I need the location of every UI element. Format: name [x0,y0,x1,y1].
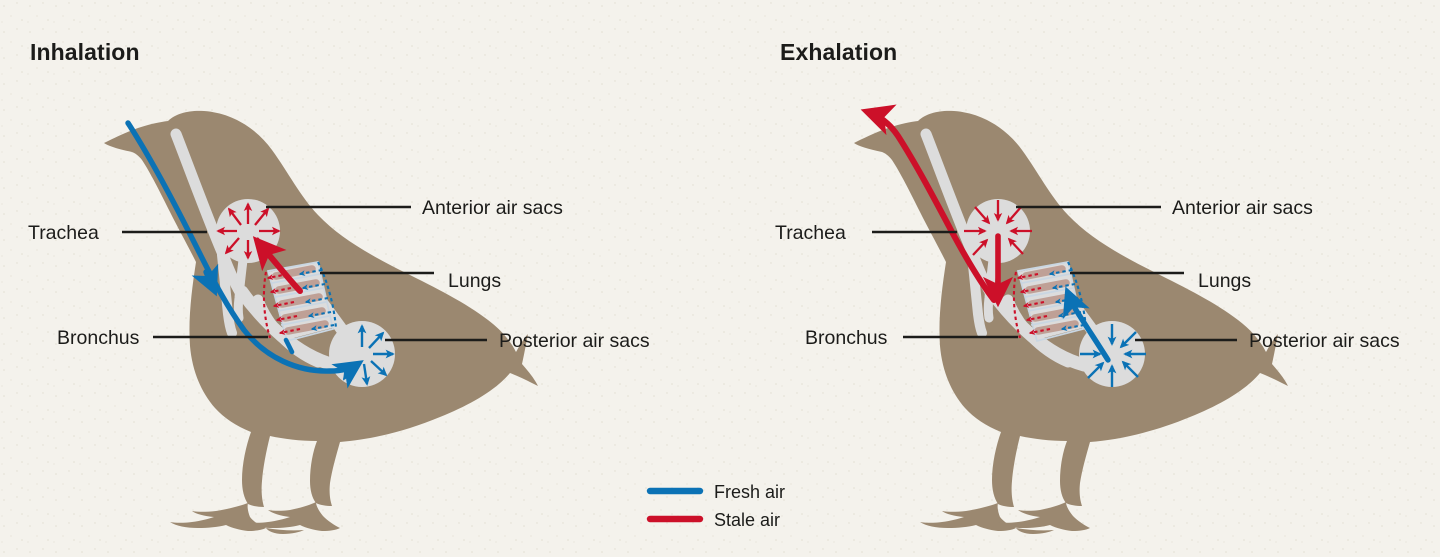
legend-label-stale-air: Stale air [714,510,780,530]
label-lungs: Lungs [448,270,501,292]
label-trachea: Trachea [775,222,846,244]
callout-anterior-air-sacs-inhalation: Anterior air sacs [266,197,563,219]
legend-item-fresh-air: Fresh air [646,482,785,502]
fresh-air-arrow-exhalation [1062,286,1111,363]
legend-label-fresh-air: Fresh air [714,482,785,502]
label-posterior-air-sacs: Posterior air sacs [1249,330,1400,352]
label-anterior-air-sacs: Anterior air sacs [1172,197,1313,219]
label-anterior-air-sacs: Anterior air sacs [422,197,563,219]
label-bronchus: Bronchus [805,327,888,349]
callout-bronchus-inhalation: Bronchus [57,327,268,349]
callout-trachea-inhalation: Trachea [28,222,207,244]
callout-posterior-air-sacs-exhalation: Posterior air sacs [1135,330,1400,352]
callout-lungs-inhalation: Lungs [320,270,501,292]
legend-item-stale-air: Stale air [646,510,780,530]
panel-title-exhalation: Exhalation [780,39,897,65]
panel-title-inhalation: Inhalation [30,39,140,65]
label-bronchus: Bronchus [57,327,140,349]
fresh-air-arrow-inhalation [125,120,364,389]
legend: Fresh air Stale air [646,482,785,530]
callout-bronchus-exhalation: Bronchus [805,327,1018,349]
label-posterior-air-sacs: Posterior air sacs [499,330,650,352]
stale-air-arrow-exhalation [860,104,997,303]
callout-anterior-air-sacs-exhalation: Anterior air sacs [1016,197,1313,219]
panel-inhalation: Inhalation Trachea Bronchus [28,39,650,535]
callout-lungs-exhalation: Lungs [1070,270,1251,292]
fresh-air-lung-stub [283,337,295,355]
stale-air-arrow-inhalation [252,236,303,294]
panel-exhalation: Exhalation Trachea Bronchus [775,39,1400,535]
fresh-air-arrow-midpoint [191,263,219,297]
label-trachea: Trachea [28,222,99,244]
callout-posterior-air-sacs-inhalation: Posterior air sacs [385,330,650,352]
callout-trachea-exhalation: Trachea [775,222,957,244]
label-lungs: Lungs [1198,270,1251,292]
